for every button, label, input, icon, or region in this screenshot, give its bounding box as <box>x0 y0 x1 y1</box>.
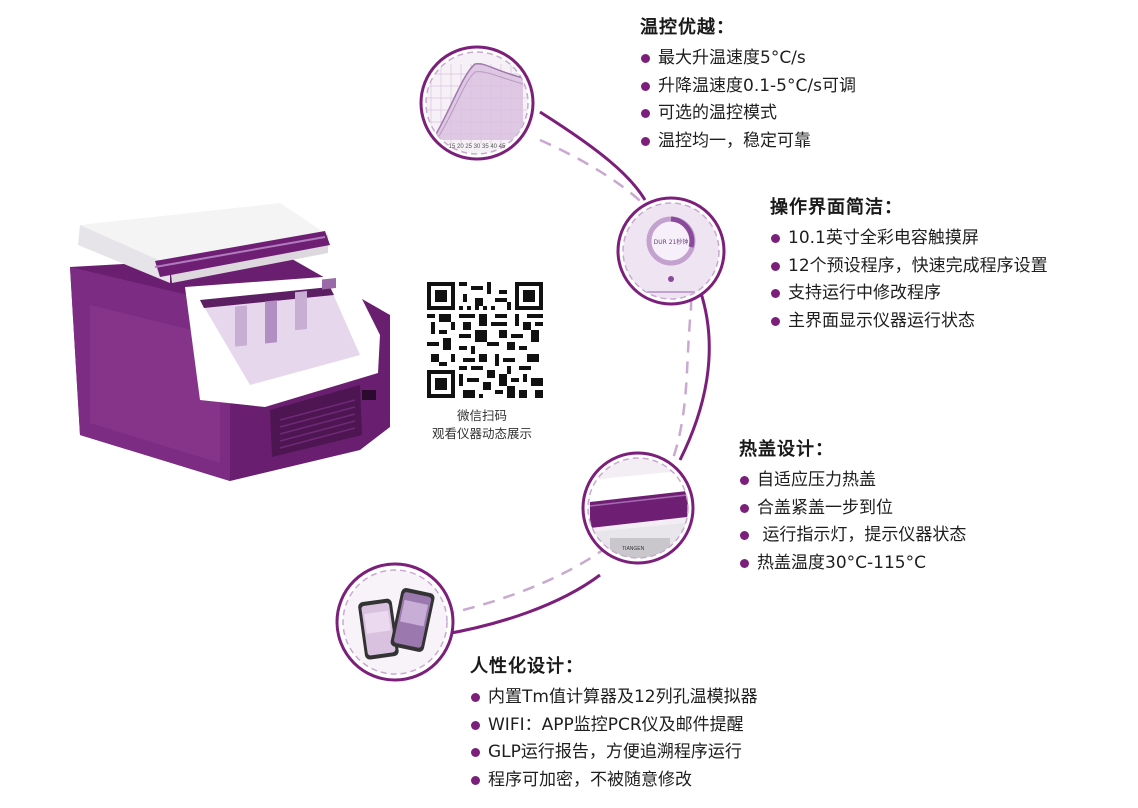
feature-temperature-title: 温控优越： <box>640 17 735 38</box>
feature-interface-item: 支持运行中修改程序 <box>770 280 1048 308</box>
qr-caption: 微信扫码 观看仪器动态展示 <box>412 407 552 443</box>
feature-temperature-item: 最大升温速度5°C/s <box>640 45 856 73</box>
hotlid-thumbnail: TIANGEN <box>581 451 695 565</box>
feature-temperature-item: 可选的温控模式 <box>640 100 856 128</box>
feature-humanized-item: GLP运行报告，方便追溯程序运行 <box>470 739 758 767</box>
touchscreen-thumbnail: DUR 21秒钟 <box>616 196 726 306</box>
feature-humanized: 人性化设计： 内置Tm值计算器及12列孔温模拟器 WIFI：APP监控PCR仪及… <box>470 652 758 794</box>
qr-caption-line2: 观看仪器动态展示 <box>431 426 532 441</box>
pcr-instrument-image <box>70 203 390 481</box>
qr-caption-line1: 微信扫码 <box>456 408 507 423</box>
feature-interface: 操作界面简洁： 10.1英寸全彩电容触摸屏 12个预设程序，快速完成程序设置 支… <box>770 193 1048 335</box>
feature-hotlid-item: 自适应压力热盖 <box>739 467 966 495</box>
feature-interface-item: 10.1英寸全彩电容触摸屏 <box>770 225 1048 253</box>
feature-humanized-item: 程序可加密，不被随意修改 <box>470 767 758 795</box>
feature-hotlid-item: 运行指示灯，提示仪器状态 <box>739 522 966 550</box>
screen-center-text: DUR 21秒钟 <box>654 238 689 246</box>
feature-humanized-title: 人性化设计： <box>470 656 584 677</box>
feature-interface-title: 操作界面简洁： <box>770 197 903 218</box>
feature-hotlid: 热盖设计： 自适应压力热盖 合盖紧盖一步到位 运行指示灯，提示仪器状态 热盖温度… <box>739 435 966 577</box>
feature-temperature-item: 温控均一，稳定可靠 <box>640 128 856 156</box>
feature-temperature: 温控优越： 最大升温速度5°C/s 升降温速度0.1-5°C/s可调 可选的温控… <box>640 13 856 155</box>
feature-humanized-item: 内置Tm值计算器及12列孔温模拟器 <box>470 684 758 712</box>
qr-code-image <box>427 282 543 398</box>
feature-hotlid-item: 合盖紧盖一步到位 <box>739 495 966 523</box>
feature-humanized-item: WIFI：APP监控PCR仪及邮件提醒 <box>470 712 758 740</box>
feature-temperature-item: 升降温速度0.1-5°C/s可调 <box>640 73 856 101</box>
feature-interface-item: 主界面显示仪器运行状态 <box>770 308 1048 336</box>
svg-text:TIANGEN: TIANGEN <box>622 546 645 552</box>
feature-hotlid-item: 热盖温度30°C-115°C <box>739 550 966 578</box>
feature-hotlid-title: 热盖设计： <box>739 439 834 460</box>
mobile-app-thumbnail <box>335 562 455 682</box>
chart-axis-labels: 15 20 25 30 35 40 45 <box>449 144 506 150</box>
feature-interface-item: 12个预设程序，快速完成程序设置 <box>770 253 1048 281</box>
heating-curve-thumbnail: 15 20 25 30 35 40 45 <box>419 45 535 161</box>
